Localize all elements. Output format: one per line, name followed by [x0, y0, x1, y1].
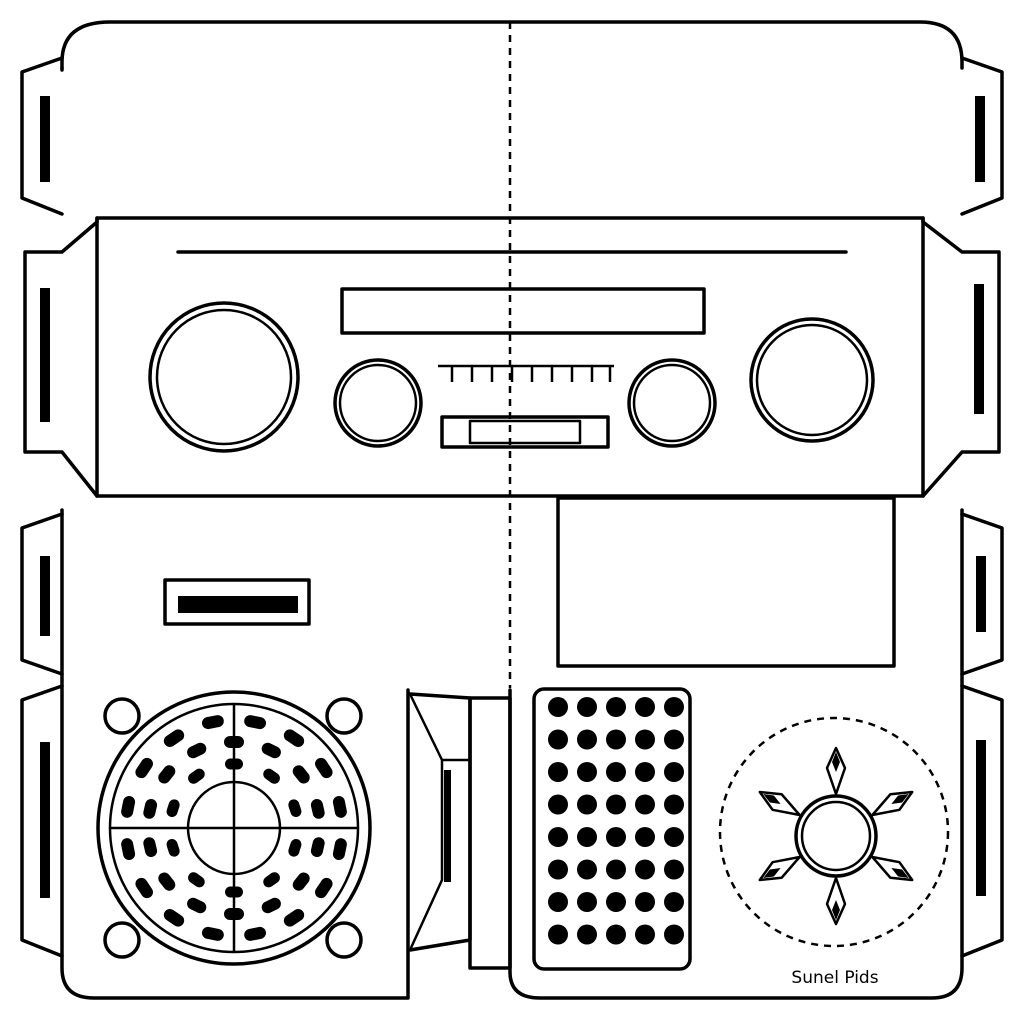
mid-right-flap — [921, 216, 1001, 498]
top-right-flap — [960, 56, 1004, 216]
dot-grille — [532, 687, 692, 971]
flap-slot — [40, 288, 50, 422]
flap-slot — [40, 96, 50, 182]
flap-slot — [976, 556, 986, 632]
lower-panel — [60, 496, 964, 1000]
lower-right-flap-a — [960, 512, 1004, 676]
top-left-flap — [20, 56, 64, 216]
lower-right-flap-b — [960, 684, 1004, 958]
knob-right-large — [749, 317, 875, 443]
sun-emblem — [718, 716, 950, 948]
center-fold-tabs — [408, 692, 512, 970]
tuning-scale — [438, 364, 614, 382]
lower-left-flap-b — [20, 684, 64, 958]
knob-left-small — [333, 358, 423, 448]
template-caption: Sunel Pids — [791, 968, 879, 988]
flap-slot — [975, 96, 985, 182]
top-lid-panel — [60, 20, 964, 72]
tape-slot — [440, 415, 610, 449]
small-slot — [163, 578, 311, 626]
label-window — [556, 496, 896, 668]
display-window — [340, 287, 706, 335]
flap-slot — [974, 284, 984, 414]
lower-left-flap-a — [20, 512, 64, 676]
flap-slot — [976, 740, 986, 896]
flap-slot — [40, 742, 50, 898]
knob-right-small — [627, 358, 717, 448]
knob-left-large — [148, 301, 300, 453]
flap-slot — [40, 556, 50, 636]
mid-left-flap — [23, 216, 99, 498]
speaker-grille — [96, 690, 372, 966]
